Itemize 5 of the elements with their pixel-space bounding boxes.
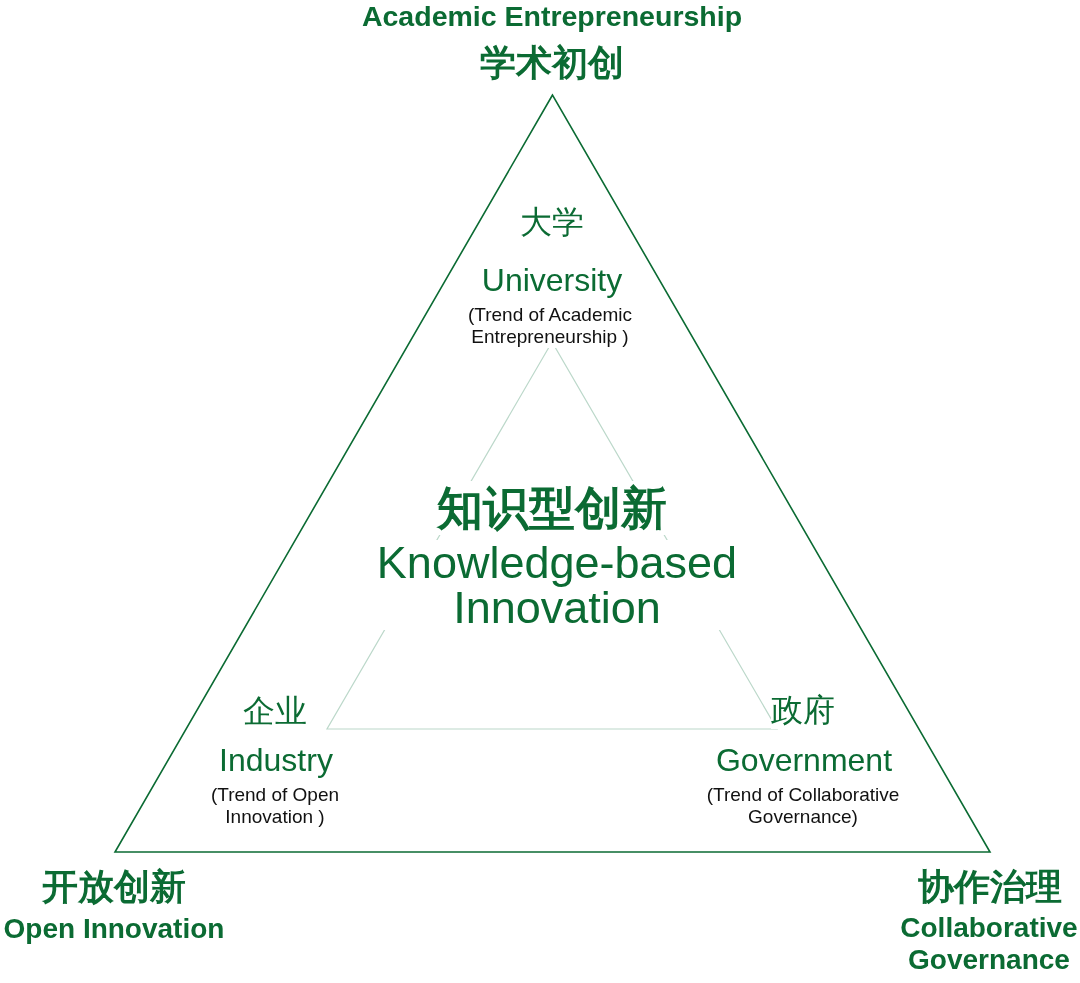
corner-heading: 开放创新 bbox=[41, 866, 187, 908]
corner-heading: 学术初创 bbox=[479, 42, 625, 84]
vertex-label: 政府 bbox=[770, 691, 836, 729]
center-heading: 知识型创新 bbox=[436, 481, 668, 535]
corner-heading: 协作治理 bbox=[917, 866, 1063, 908]
